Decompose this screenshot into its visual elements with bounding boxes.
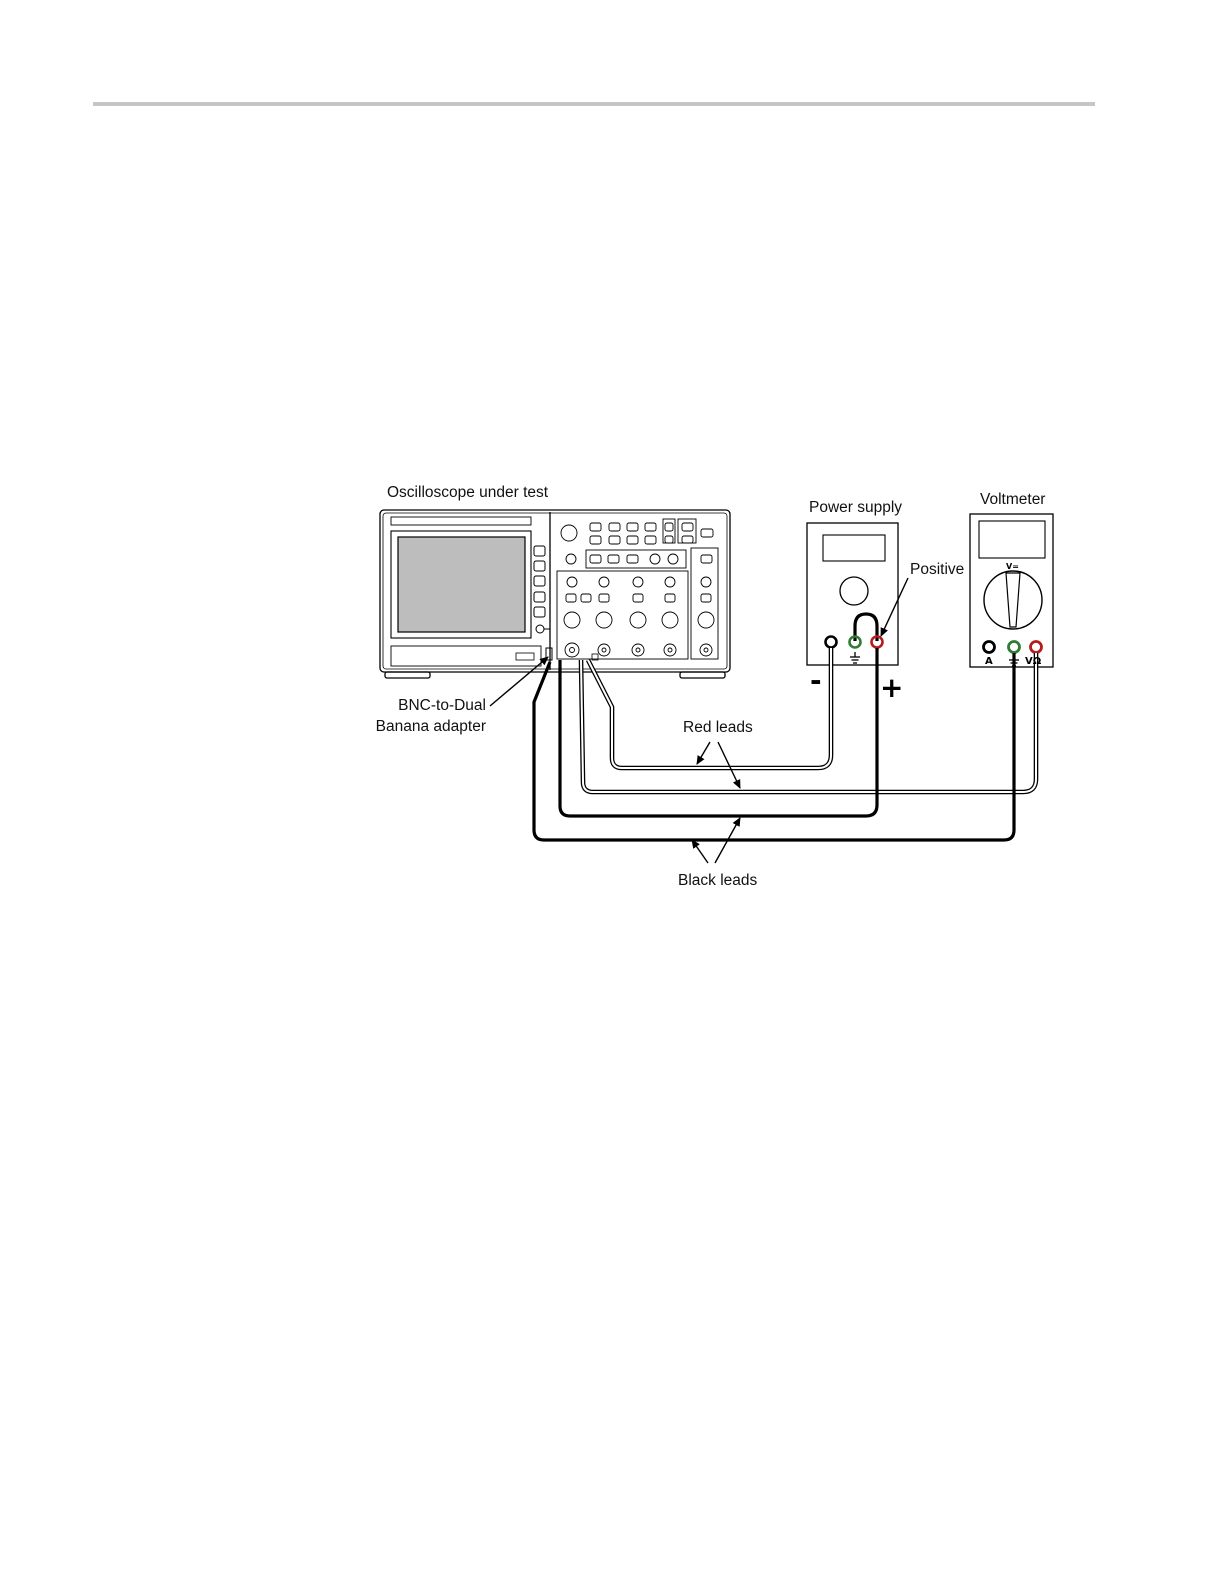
voltmeter-vohm-terminal: [1031, 642, 1042, 653]
voltmeter: [970, 514, 1053, 667]
voltmeter-vohm-label: VΩ: [1025, 656, 1042, 667]
scope-screen: [398, 537, 525, 632]
red-leads: [581, 648, 1036, 792]
voltmeter-com-terminal: [1009, 642, 1020, 653]
red-lead-arrow-1: [697, 742, 710, 764]
oscilloscope-label: Oscilloscope under test: [387, 484, 549, 501]
positive-label: Positive: [910, 561, 964, 578]
ground-icon: [850, 652, 860, 663]
oscilloscope: [380, 510, 730, 678]
power-supply-negative-terminal: [826, 637, 837, 648]
voltmeter-label: Voltmeter: [980, 491, 1045, 508]
power-supply: [807, 523, 898, 665]
positive-arrow: [881, 578, 908, 636]
power-supply-display: [823, 535, 885, 561]
voltmeter-a-terminal: [984, 642, 995, 653]
voltmeter-dial: [984, 571, 1042, 629]
scope-control-buttons: [546, 519, 718, 660]
red-leads-label: Red leads: [683, 719, 753, 736]
power-supply-label: Power supply: [809, 499, 902, 516]
plus-sign: +: [880, 671, 903, 704]
voltmeter-display: [979, 521, 1045, 558]
adapter-arrow: [490, 657, 548, 706]
red-lead-arrow-2: [718, 742, 740, 788]
black-leads-label: Black leads: [678, 872, 758, 889]
minus-sign: -: [810, 664, 822, 697]
black-lead-arrow-1: [692, 840, 708, 863]
voltmeter-range-label: V=: [1006, 562, 1019, 571]
black-leads: [534, 648, 1014, 840]
adapter-label-line1: BNC-to-Dual: [398, 697, 486, 714]
power-supply-knob: [840, 577, 868, 605]
voltmeter-a-label: A: [985, 656, 993, 667]
scope-menu-buttons: [534, 546, 550, 633]
adapter-label-line2: Banana adapter: [376, 718, 486, 735]
